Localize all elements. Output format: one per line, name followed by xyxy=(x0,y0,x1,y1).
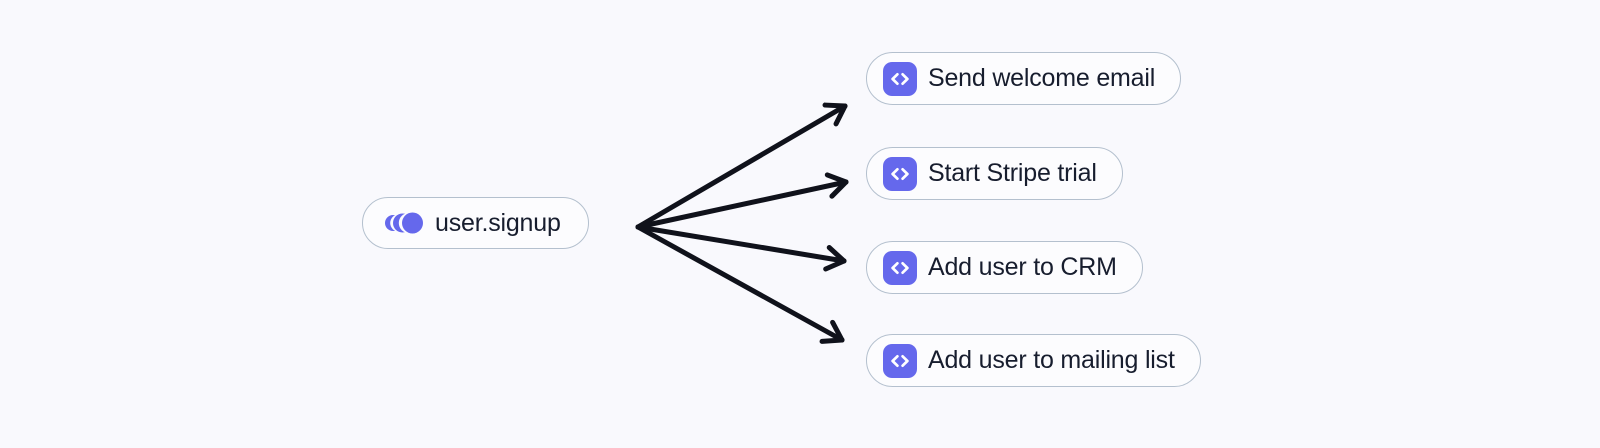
code-icon xyxy=(883,250,917,285)
function-node-start-stripe-trial[interactable]: Start Stripe trial xyxy=(866,147,1123,200)
code-icon xyxy=(883,156,917,191)
function-label: Send welcome email xyxy=(928,64,1156,92)
trigger-label: user.signup xyxy=(435,208,561,237)
function-node-send-welcome-email[interactable]: Send welcome email xyxy=(866,52,1182,105)
event-pulse-icon xyxy=(385,212,423,234)
code-icon xyxy=(883,61,917,96)
function-label: Add user to mailing list xyxy=(928,346,1175,374)
function-label: Start Stripe trial xyxy=(928,159,1097,187)
function-node-add-user-to-crm[interactable]: Add user to CRM xyxy=(866,241,1143,294)
code-icon xyxy=(883,343,917,378)
function-node-add-user-to-mailing-list[interactable]: Add user to mailing list xyxy=(866,334,1201,387)
trigger-node-user-signup[interactable]: user.signup xyxy=(362,197,589,249)
function-label: Add user to CRM xyxy=(928,253,1117,281)
